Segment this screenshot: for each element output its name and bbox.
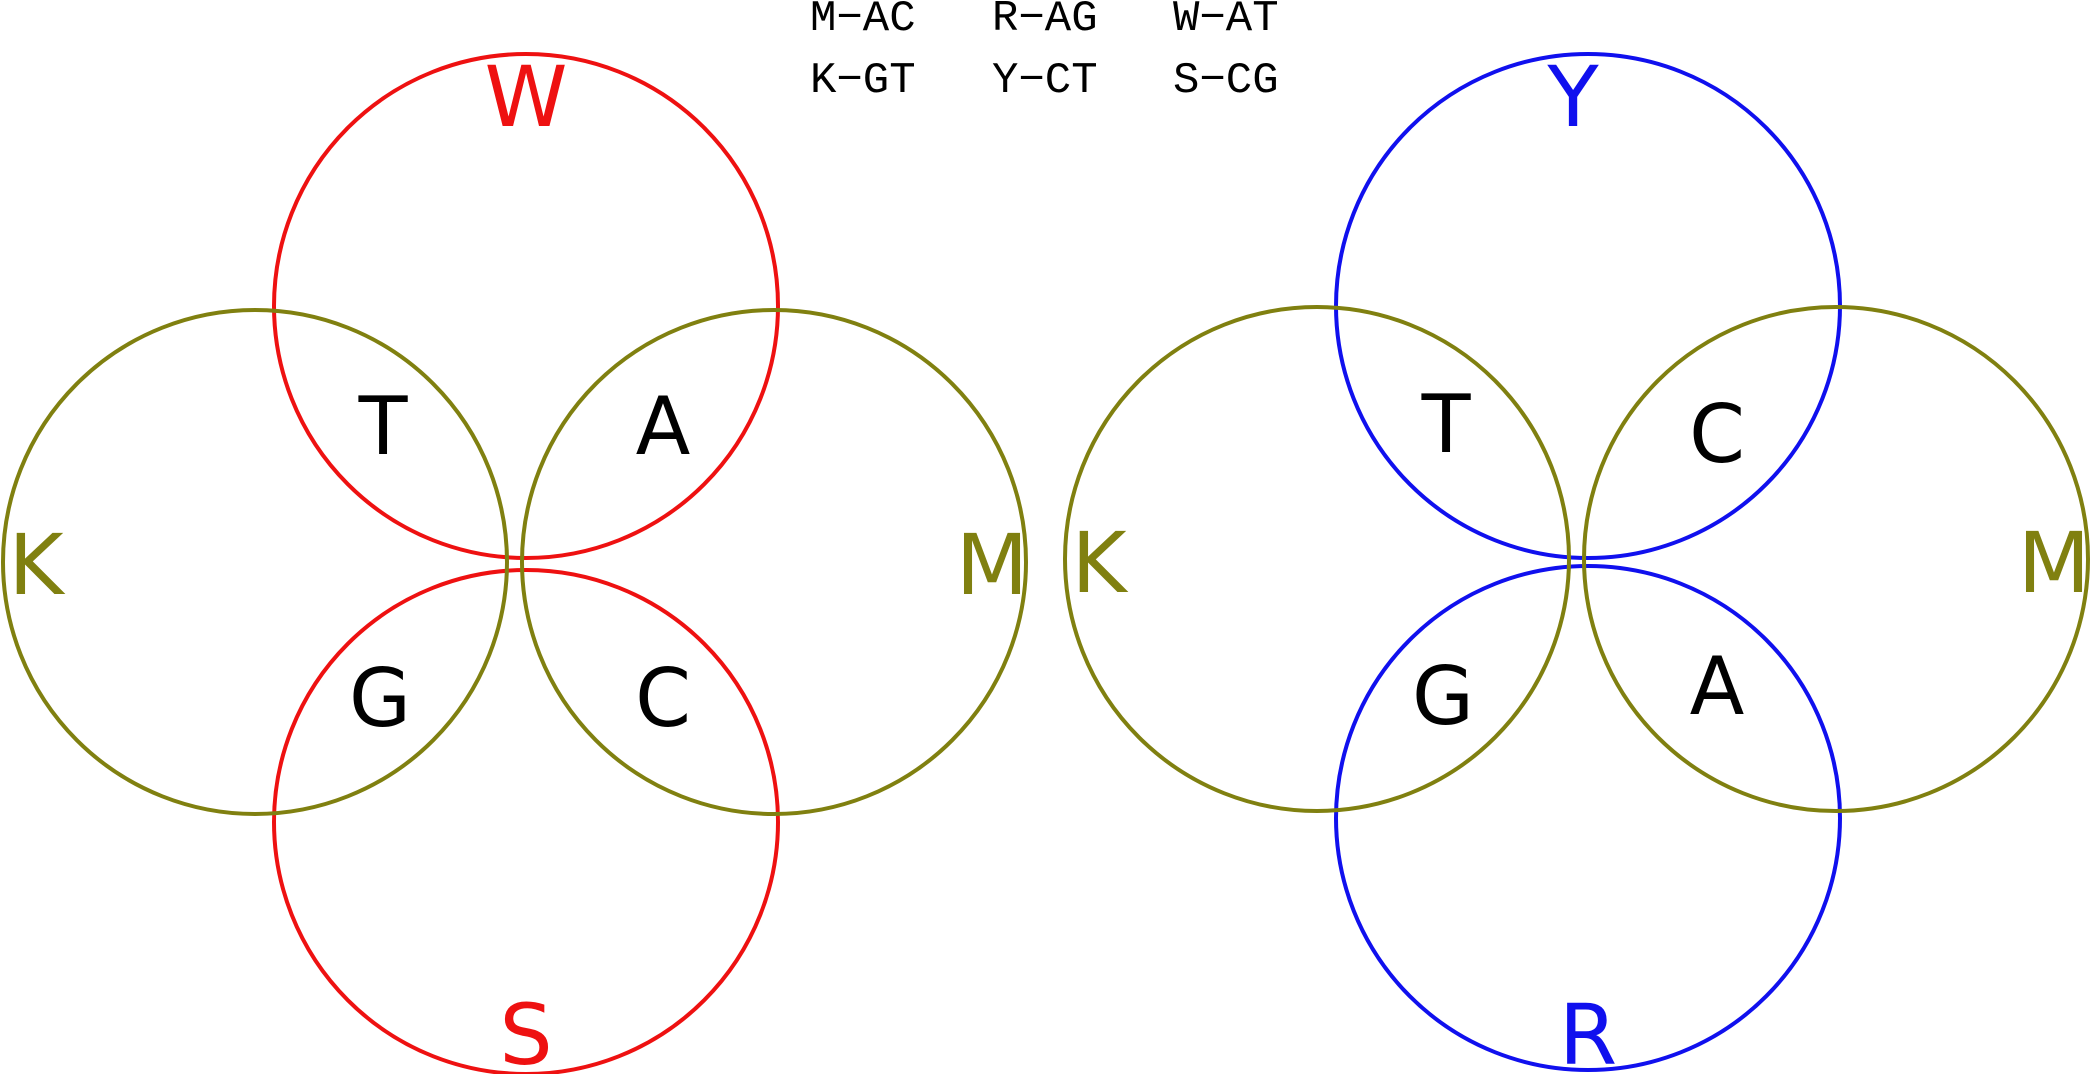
- right-base-bottom-left: G: [1412, 650, 1474, 743]
- left-base-bottom-right: C: [635, 652, 691, 745]
- legend-s-cg: S−CG: [1173, 56, 1279, 106]
- legend-k-gt: K−GT: [810, 56, 916, 106]
- left-circle-left-k: [1, 308, 509, 816]
- left-base-top-left: T: [358, 380, 409, 473]
- left-circle-right-m: [520, 308, 1028, 816]
- legend-y-ct: Y−CT: [992, 56, 1098, 106]
- left-venn-diagram: W S K M T A G C: [1, 48, 1028, 1074]
- right-base-top-left: T: [1421, 378, 1472, 471]
- left-circle-top-w: [272, 52, 780, 560]
- right-label-left: K: [1071, 514, 1128, 612]
- left-label-top: W: [484, 48, 567, 146]
- legend-w-at: W−AT: [1173, 0, 1279, 44]
- right-venn-diagram: Y R K M T C G A: [1063, 48, 2090, 1074]
- right-label-bottom: R: [1559, 986, 1617, 1074]
- right-circle-left-k: [1063, 305, 1571, 813]
- left-circle-bottom-s: [272, 568, 780, 1074]
- right-label-top: Y: [1546, 48, 1599, 146]
- left-label-bottom: S: [499, 986, 552, 1074]
- right-circle-right-m: [1582, 305, 2090, 813]
- legend-m-ac: M−AC: [810, 0, 916, 44]
- legend-r-ag: R−AG: [992, 0, 1098, 44]
- right-base-bottom-right: A: [1690, 640, 1745, 733]
- left-label-right: M: [956, 516, 1028, 614]
- right-circle-bottom-r: [1334, 564, 1842, 1072]
- right-label-right: M: [2018, 514, 2090, 612]
- legend: M−AC R−AG W−AT K−GT Y−CT S−CG: [810, 0, 1279, 106]
- left-base-bottom-left: G: [349, 652, 411, 745]
- left-base-top-right: A: [636, 380, 691, 473]
- right-base-top-right: C: [1689, 388, 1745, 481]
- left-label-left: K: [8, 516, 65, 614]
